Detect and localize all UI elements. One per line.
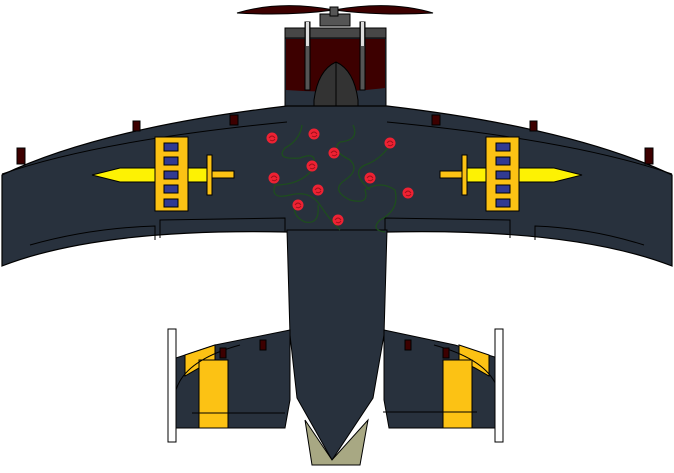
rose [292,199,304,211]
rose-petal-detail [314,187,322,194]
rose-vines [273,124,397,233]
rose [384,137,396,149]
rose [266,132,278,144]
rose [328,147,340,159]
rose-petal-detail [308,163,316,170]
rose [268,172,280,184]
rose [306,160,318,172]
exhaust-cone [304,418,369,466]
propeller [236,5,434,27]
wing-vents [16,114,654,165]
rose-petal-detail [270,175,278,182]
rose [312,184,324,196]
rose-petal-detail [404,190,412,197]
rose [364,172,376,184]
tail-wings [167,328,504,443]
rose-petal-detail [310,131,318,138]
rose-petal-detail [386,140,394,147]
rose [402,187,414,199]
rose-petal-detail [334,217,342,224]
rose [332,214,344,226]
rose-petal-detail [294,202,302,209]
rose-petal-detail [330,150,338,157]
right-sword-emblem [439,136,583,212]
rose [308,128,320,140]
rose-petal-detail [268,135,276,142]
roses [266,128,414,226]
rose-petal-detail [366,175,374,182]
left-sword-emblem [91,136,235,212]
fuselage [286,229,388,461]
